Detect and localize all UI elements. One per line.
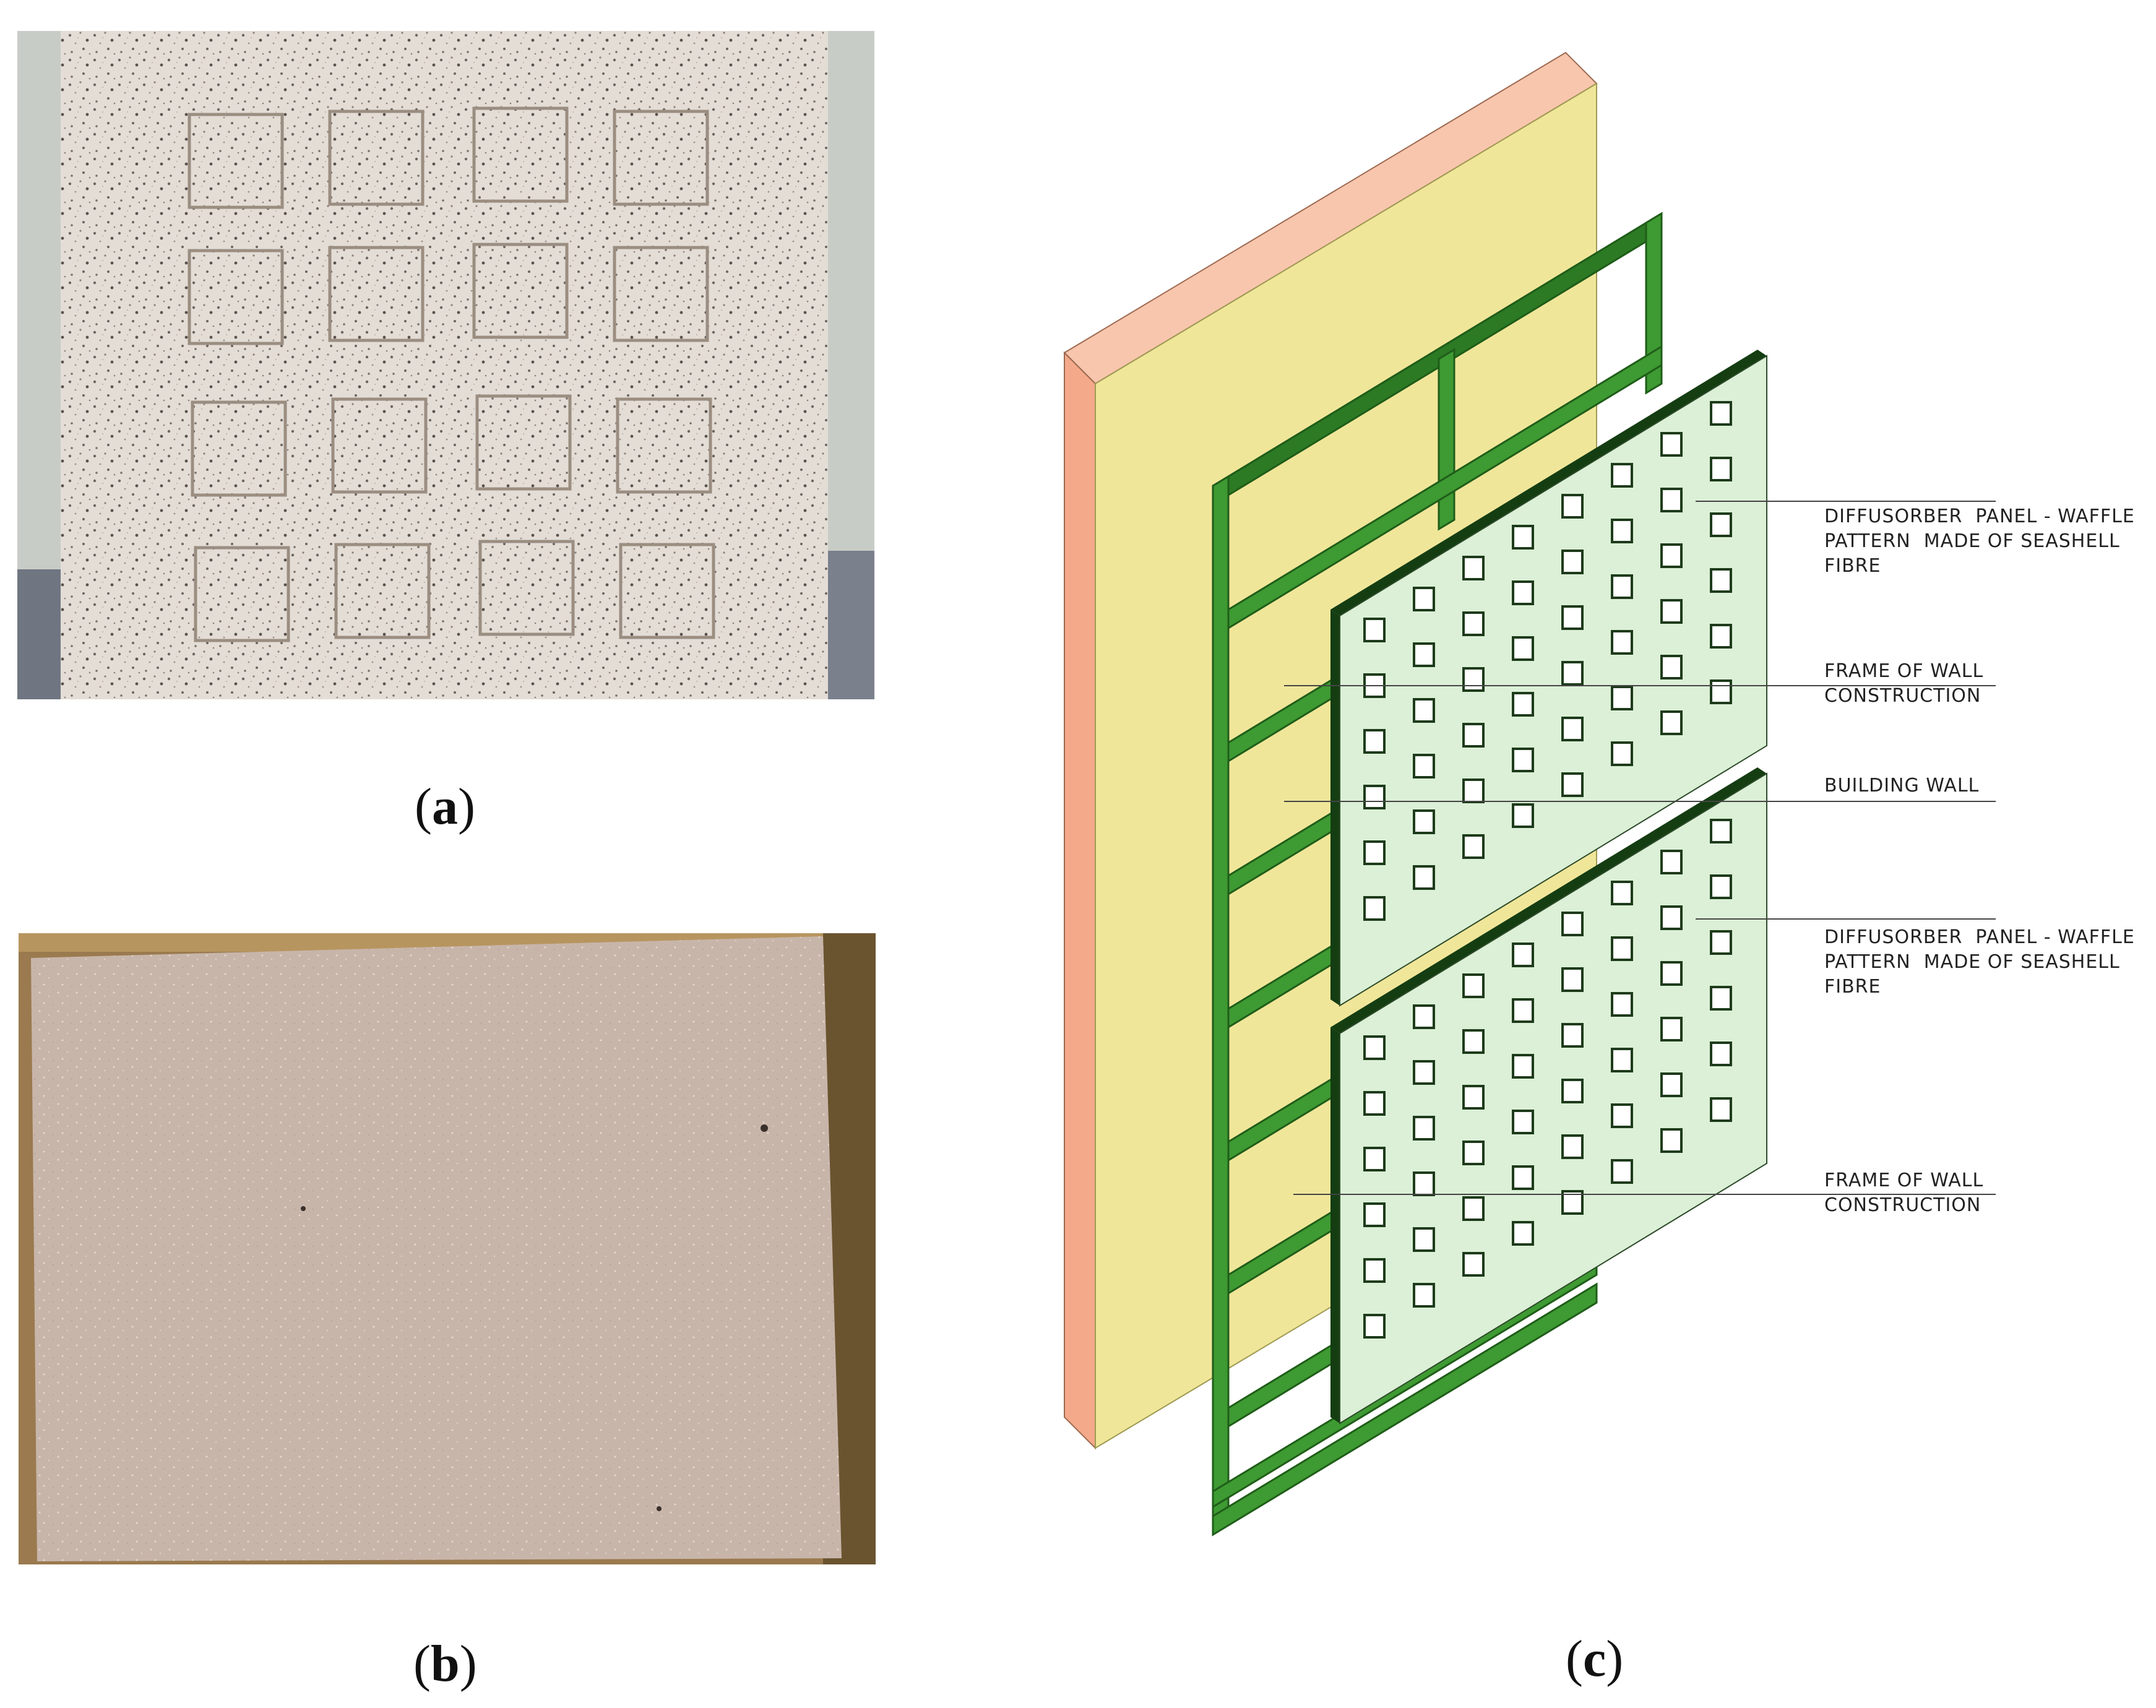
callout-building-wall: BUILDING WALL (1824, 774, 1979, 798)
caption-paren-open: ( (413, 1635, 431, 1693)
waffle-holes-upper (1363, 401, 1732, 921)
diffusorber-panel-upper (1330, 350, 1767, 1007)
callout-line: FRAME OF WALL (1824, 660, 1984, 682)
diffusorber-panel-lower (1330, 767, 1767, 1425)
waffle-panel-image (17, 31, 874, 699)
callout-frame-of-wall-lower: FRAME OF WALL CONSTRUCTION (1824, 1168, 1983, 1218)
caption-letter: c (1582, 1630, 1606, 1688)
callout-line: FIBRE (1824, 555, 1881, 577)
caption-b: (b) (413, 1634, 477, 1694)
waffle-recess-grid (188, 106, 715, 642)
caption-a: (a) (415, 777, 475, 837)
flat-panel-image (19, 933, 876, 1564)
leader-lines (1284, 501, 1996, 1195)
callout-line: FRAME OF WALL (1824, 1170, 1984, 1191)
callout-line: CONSTRUCTION (1824, 1194, 1981, 1216)
callout-line: BUILDING WALL (1824, 775, 1980, 796)
caption-letter: b (430, 1635, 460, 1693)
caption-paren-close: ) (457, 778, 475, 835)
caption-paren-close: ) (459, 1635, 477, 1693)
callout-frame-of-wall-upper: FRAME OF WALL CONSTRUCTION (1824, 659, 1983, 709)
waffle-holes-lower (1363, 819, 1732, 1339)
caption-paren-close: ) (1606, 1630, 1624, 1688)
caption-paren-open: ( (415, 778, 432, 835)
caption-letter: a (431, 778, 458, 835)
callout-line: FIBRE (1824, 976, 1881, 998)
caption-paren-open: ( (1566, 1630, 1583, 1688)
photo-waffle-panel (17, 31, 874, 699)
callout-line: CONSTRUCTION (1824, 685, 1981, 707)
callout-line: PATTERN MADE OF SEASHELL (1824, 951, 2120, 973)
caption-c: (c) (1566, 1629, 1623, 1689)
photo-flat-panel (19, 933, 876, 1564)
wall-assembly-diagram (1063, 51, 1996, 1537)
callout-line: PATTERN MADE OF SEASHELL (1824, 530, 2120, 552)
callout-line: DIFFUSORBER PANEL - WAFFLE (1824, 506, 2135, 527)
callout-diffusorber-panel-upper: DIFFUSORBER PANEL - WAFFLE PATTERN MADE … (1824, 504, 2135, 579)
callout-diffusorber-panel-lower: DIFFUSORBER PANEL - WAFFLE PATTERN MADE … (1824, 925, 2135, 999)
callout-line: DIFFUSORBER PANEL - WAFFLE (1824, 926, 2135, 948)
